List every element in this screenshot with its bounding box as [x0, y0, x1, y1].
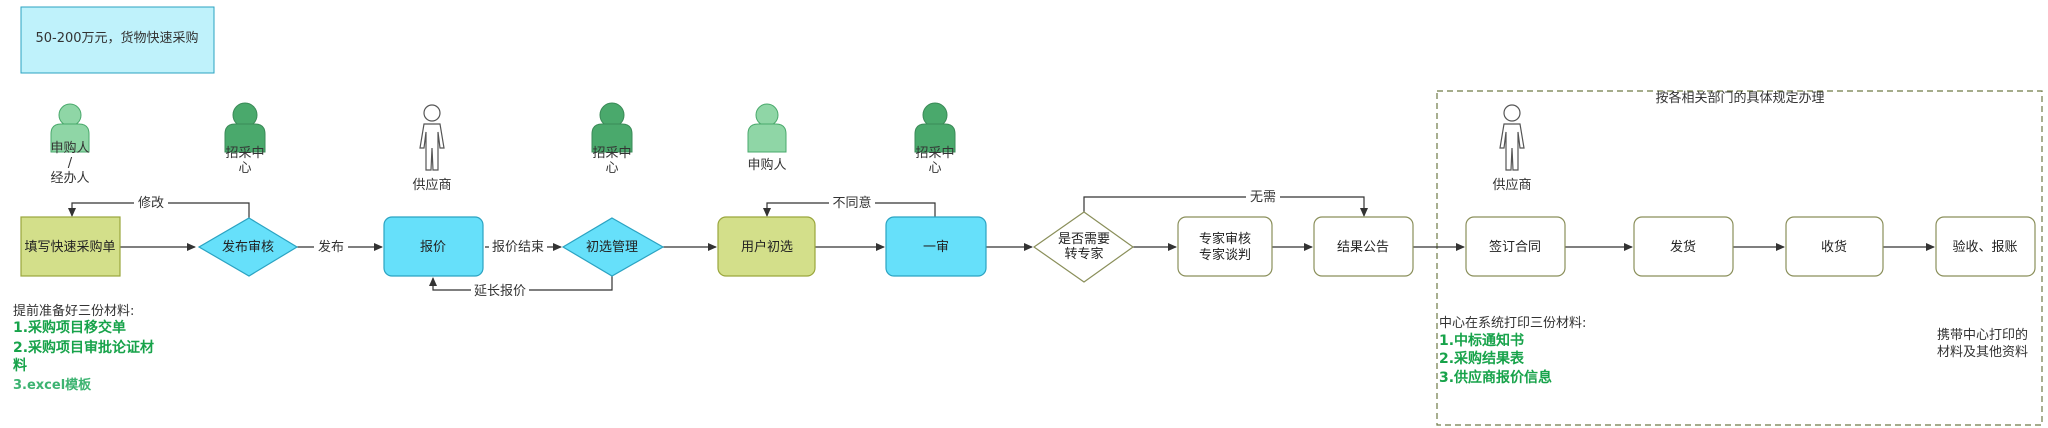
actor-supplier-icon	[419, 104, 445, 171]
node-need-expert[interactable]: 是否需要 转专家	[1032, 211, 1135, 283]
node-sign-contract-label: 签订合同	[1489, 239, 1541, 255]
node-first-review[interactable]: 一审	[885, 216, 987, 277]
edge-disagree-label-bg	[829, 195, 875, 211]
node-user-screen[interactable]: 用户初选	[717, 216, 816, 277]
note-prep-item-3: 3.excel模板	[13, 377, 92, 393]
actor-applicant-label: 申购人	[50, 140, 89, 156]
edge-no-need-label: 无需	[1250, 190, 1276, 205]
edge-modify-label: 修改	[138, 196, 164, 211]
note-prep-item-2: 2.采购项目审批论证材	[13, 339, 154, 356]
note-center-title: 中心在系统打印三份材料:	[1439, 316, 1586, 331]
actor-procurement-center-3-icon	[914, 102, 956, 153]
node-result-notice[interactable]: 结果公告	[1313, 216, 1414, 277]
node-first-review-label: 一审	[923, 240, 949, 255]
node-ship-label: 发货	[1670, 239, 1696, 255]
node-expert-review-label-1: 专家审核	[1199, 231, 1251, 247]
node-user-screen-label: 用户初选	[741, 239, 793, 255]
actor-center-label: 招采中	[225, 146, 264, 161]
actor-supplier-label: 供应商	[412, 177, 451, 193]
note-center-item-2: 2.采购结果表	[1439, 350, 1525, 367]
header-note-text: 50-200万元，货物快速采购	[35, 30, 198, 46]
node-sign-contract[interactable]: 签订合同	[1465, 216, 1566, 277]
note-prep-item-2-cont: 料	[13, 357, 27, 374]
edge-modify-label-bg	[134, 195, 168, 211]
actor-applicant-2-label: 申购人	[747, 157, 786, 173]
actor-center-3-label-2: 心	[928, 161, 941, 176]
actor-handler-label: 经办人	[50, 171, 89, 186]
actor-supplier-2-label: 供应商	[1492, 177, 1531, 193]
note-prep-title: 提前准备好三份材料:	[13, 303, 134, 319]
node-receive-label: 收货	[1821, 239, 1847, 255]
node-accept[interactable]: 验收、报账	[1935, 216, 2036, 277]
actor-procurement-center-2-icon	[591, 102, 633, 153]
edge-extend-quote-label: 延长报价	[474, 284, 526, 299]
header-note-box	[20, 6, 215, 74]
node-need-expert-label-2: 转专家	[1064, 246, 1103, 262]
actor-procurement-center-icon	[224, 102, 266, 153]
node-need-expert-label-1: 是否需要	[1058, 232, 1110, 247]
actor-center-label-2: 心	[238, 161, 251, 176]
edge-quote-end-label-bg	[489, 238, 547, 254]
edge-extend-label-bg	[471, 282, 529, 298]
node-quote-label: 报价	[420, 240, 446, 255]
actor-center-2-label-2: 心	[605, 161, 618, 176]
actor-applicant-slash: /	[68, 156, 73, 171]
note-carry-line-2: 材料及其他资料	[1937, 345, 2028, 360]
node-accept-label: 验收、报账	[1952, 239, 2017, 255]
edge-publish-label-bg	[314, 238, 348, 254]
note-center-item-3: 3.供应商报价信息	[1439, 369, 1552, 386]
node-expert-review[interactable]: 专家审核 专家谈判	[1177, 216, 1273, 277]
node-ship[interactable]: 发货	[1633, 216, 1734, 277]
actor-supplier-2-icon	[1499, 104, 1525, 171]
node-screen-mgmt-label: 初选管理	[586, 240, 638, 255]
group-title: 按各相关部门的具体规定办理	[1655, 90, 1824, 106]
actor-applicant-icon	[50, 103, 90, 153]
edge-publish-label: 发布	[318, 239, 344, 255]
node-fill-form[interactable]: 填写快速采购单	[20, 216, 121, 277]
node-screen-mgmt[interactable]: 初选管理	[561, 217, 665, 277]
edge-quote-end-label: 报价结束	[492, 240, 544, 255]
note-center-item-1: 1.中标通知书	[1439, 332, 1524, 349]
node-quote[interactable]: 报价	[383, 216, 484, 277]
node-result-notice-label: 结果公告	[1337, 240, 1389, 255]
node-publish-review[interactable]: 发布审核	[197, 217, 299, 277]
note-carry-line-1: 携带中心打印的	[1937, 327, 2028, 343]
node-receive[interactable]: 收货	[1785, 216, 1884, 277]
node-expert-review-label-2: 专家谈判	[1199, 247, 1251, 263]
edge-no-need	[1083, 196, 1368, 217]
edge-no-need-label-bg	[1246, 189, 1280, 205]
note-prep-item-1: 1.采购项目移交单	[13, 319, 126, 336]
actor-center-3-label: 招采中	[915, 146, 954, 161]
actor-center-2-label: 招采中	[592, 146, 631, 161]
group-box	[1436, 90, 2043, 426]
edge-disagree-label: 不同意	[832, 195, 871, 211]
node-publish-review-label: 发布审核	[222, 239, 274, 255]
actor-applicant-2-icon	[747, 103, 787, 153]
node-fill-form-label: 填写快速采购单	[24, 239, 115, 255]
